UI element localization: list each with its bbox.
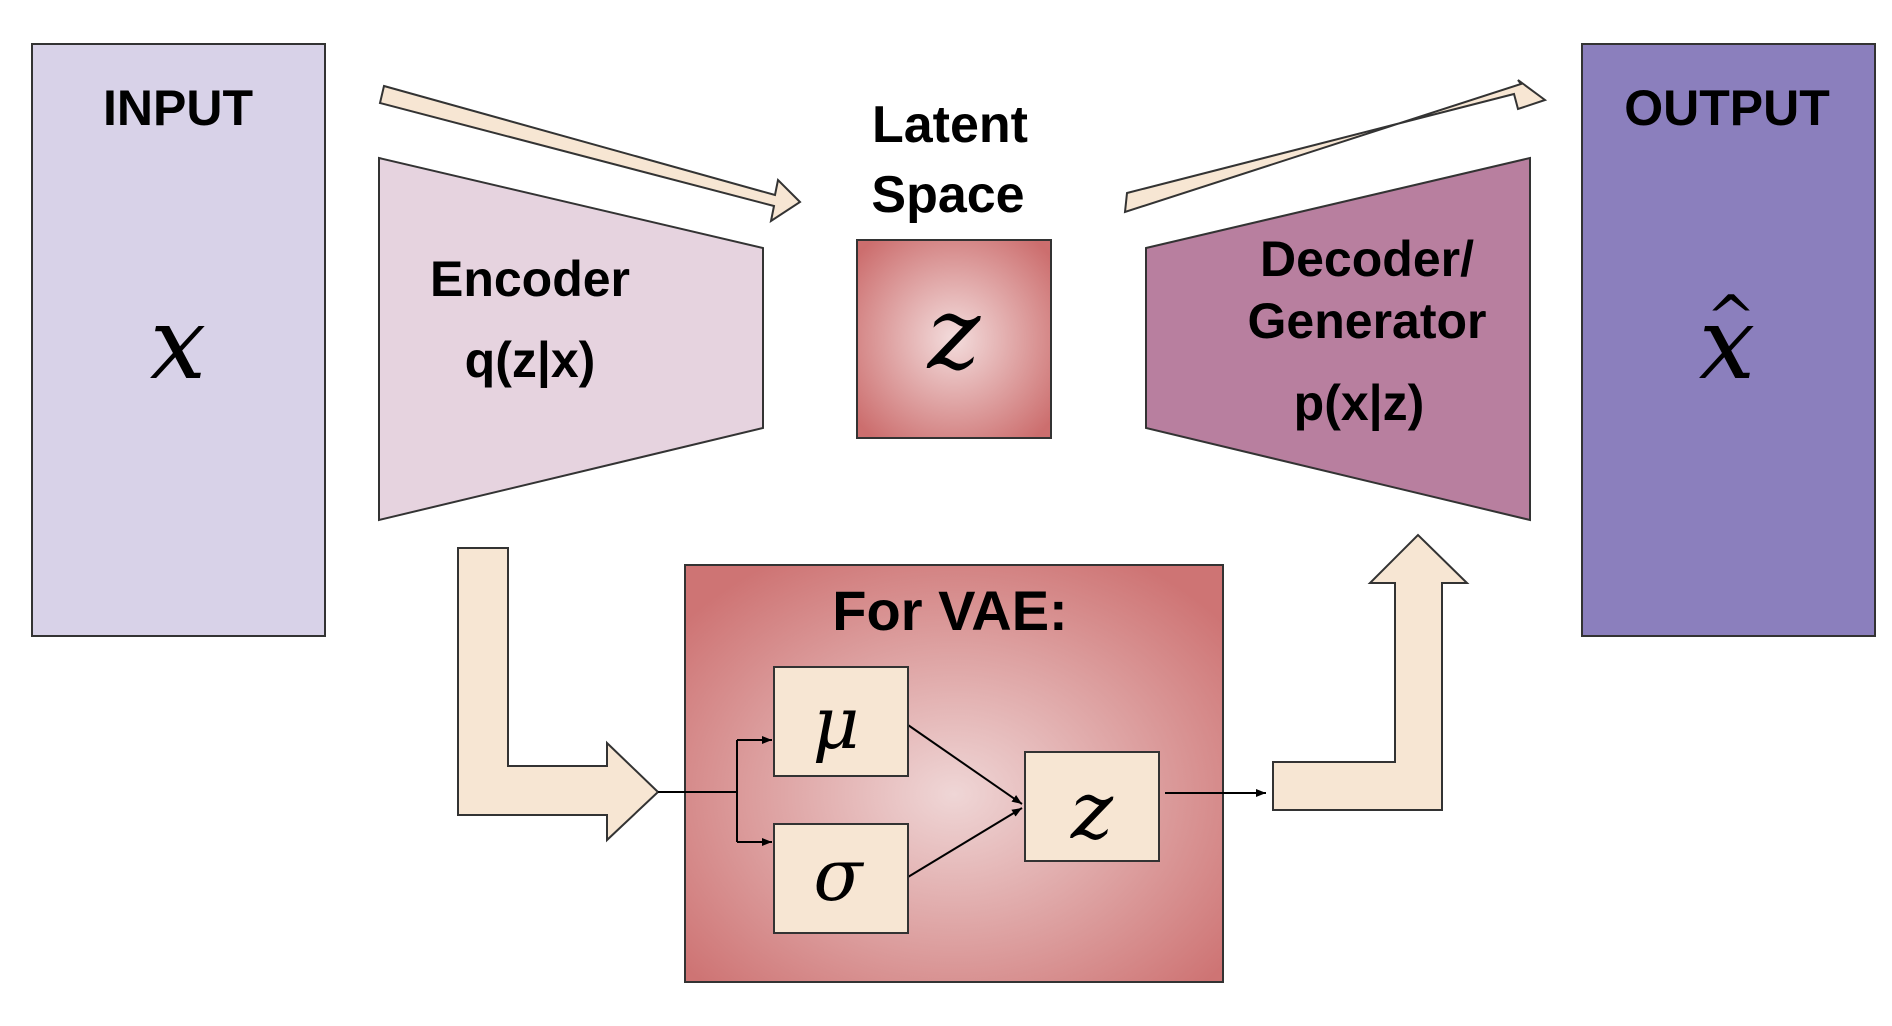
input-title: INPUT <box>103 80 253 136</box>
encoder-formula: q(z|x) <box>465 332 596 389</box>
output-hat: ^ <box>1706 283 1756 353</box>
vae-title: For VAE: <box>832 579 1067 642</box>
sigma-to-z-arrow <box>907 807 1023 878</box>
sigma-symbol: σ <box>813 833 864 917</box>
latent-title-line2: Space <box>871 166 1024 224</box>
encoder-to-vae-arrow <box>457 547 660 843</box>
sigma-node <box>773 823 909 934</box>
output-box <box>1581 43 1876 637</box>
decoder-shape <box>1145 156 1531 522</box>
latent-box <box>856 239 1052 439</box>
mu-symbol: μ <box>813 681 860 765</box>
decoder-formula: p(x|z) <box>1294 375 1425 432</box>
input-symbol: x <box>150 285 206 402</box>
mu-to-z-arrow <box>907 724 1023 805</box>
input-box <box>31 43 326 637</box>
sampled-z-node <box>1024 751 1160 862</box>
output-symbol: x <box>1699 285 1755 402</box>
latent-symbol: z <box>927 275 982 392</box>
encoder-shape <box>378 156 764 522</box>
sampled-z-symbol: z <box>1070 764 1114 857</box>
encoder-flow-arrow <box>378 84 802 224</box>
latent-title-line1: Latent <box>872 96 1028 154</box>
decoder-flow-arrow <box>1123 79 1548 214</box>
vae-to-decoder-arrow <box>1272 533 1470 811</box>
encoder-label: Encoder <box>430 251 630 307</box>
decoder-label-line2: Generator <box>1248 293 1487 349</box>
mu-node <box>773 666 909 777</box>
decoder-label-line1: Decoder/ <box>1260 231 1474 287</box>
output-title: OUTPUT <box>1624 80 1830 136</box>
